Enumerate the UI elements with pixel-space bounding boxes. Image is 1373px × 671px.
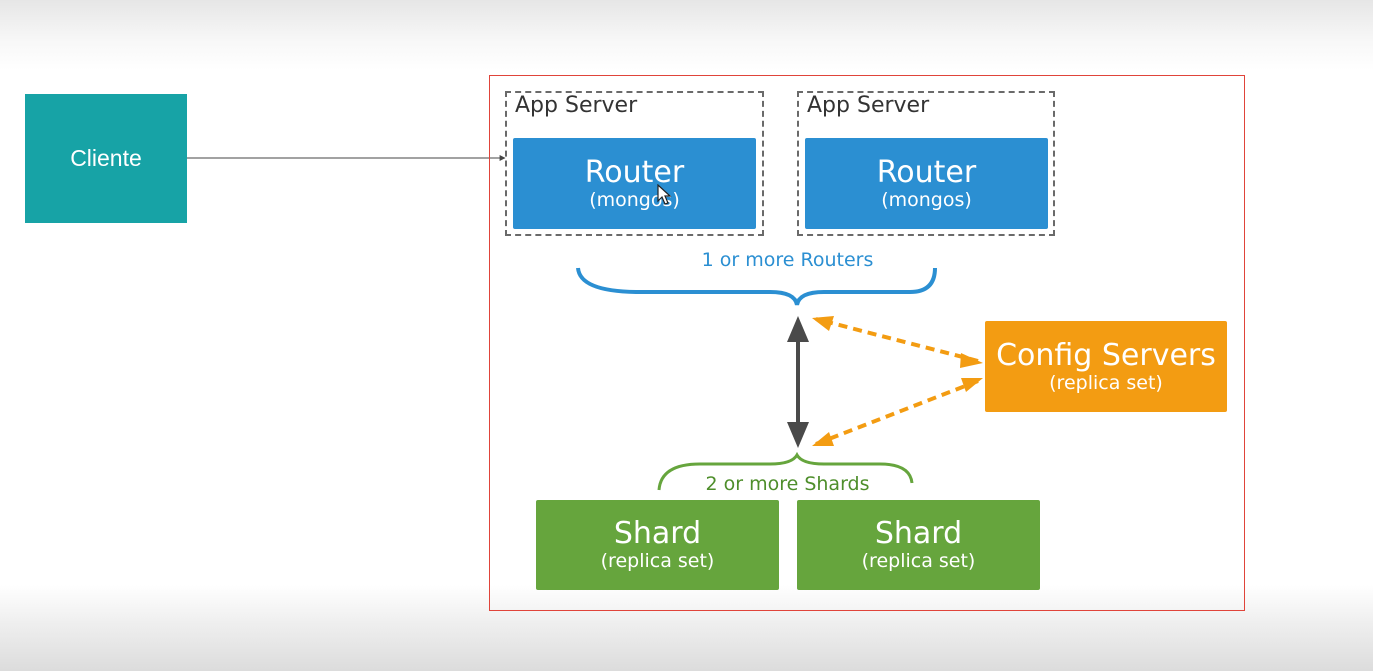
router-box-2[interactable]: Router (mongos) xyxy=(805,138,1048,229)
client-label: Cliente xyxy=(70,145,142,171)
router-box-1[interactable]: Router (mongos) xyxy=(513,138,756,229)
shards-brace-label: 2 or more Shards xyxy=(705,473,870,495)
app-server-2[interactable]: App Server Router (mongos) xyxy=(797,91,1055,236)
router-title: Router xyxy=(584,154,685,190)
config-shard-arrow-head-b xyxy=(961,378,983,392)
router-shard-arrow-head-up xyxy=(787,316,809,342)
router-shard-arrow-head-down xyxy=(787,422,809,448)
app-server-label: App Server xyxy=(515,93,638,118)
shard-box-2[interactable]: Shard (replica set) xyxy=(797,500,1040,590)
config-router-arrow-head-b xyxy=(960,353,983,368)
shard-subtitle: (replica set) xyxy=(861,550,976,572)
config-router-arrow xyxy=(815,317,979,363)
shard-subtitle: (replica set) xyxy=(600,550,715,572)
app-server-label: App Server xyxy=(807,93,930,118)
routers-brace-label: 1 or more Routers xyxy=(701,249,874,271)
app-server-1[interactable]: App Server Router (mongos) xyxy=(505,91,764,236)
config-servers-box[interactable]: Config Servers (replica set) xyxy=(985,321,1227,412)
shard-title: Shard xyxy=(874,516,963,551)
router-subtitle: (mongos) xyxy=(881,188,972,211)
config-router-arrow-head-a xyxy=(812,316,834,331)
mouse-cursor-icon xyxy=(657,184,672,205)
config-servers-subtitle: (replica set) xyxy=(1049,371,1163,394)
shard-box-1[interactable]: Shard (replica set) xyxy=(536,500,779,590)
shard-title: Shard xyxy=(613,516,702,551)
shards-brace xyxy=(657,451,914,491)
router-subtitle: (mongos) xyxy=(589,188,680,211)
config-servers-title: Config Servers xyxy=(996,337,1216,373)
client-box[interactable]: Cliente xyxy=(25,94,187,223)
router-title: Router xyxy=(876,154,977,190)
cluster-frame xyxy=(489,75,1245,611)
routers-brace xyxy=(576,267,937,306)
config-shard-arrow-head-a xyxy=(812,432,834,446)
